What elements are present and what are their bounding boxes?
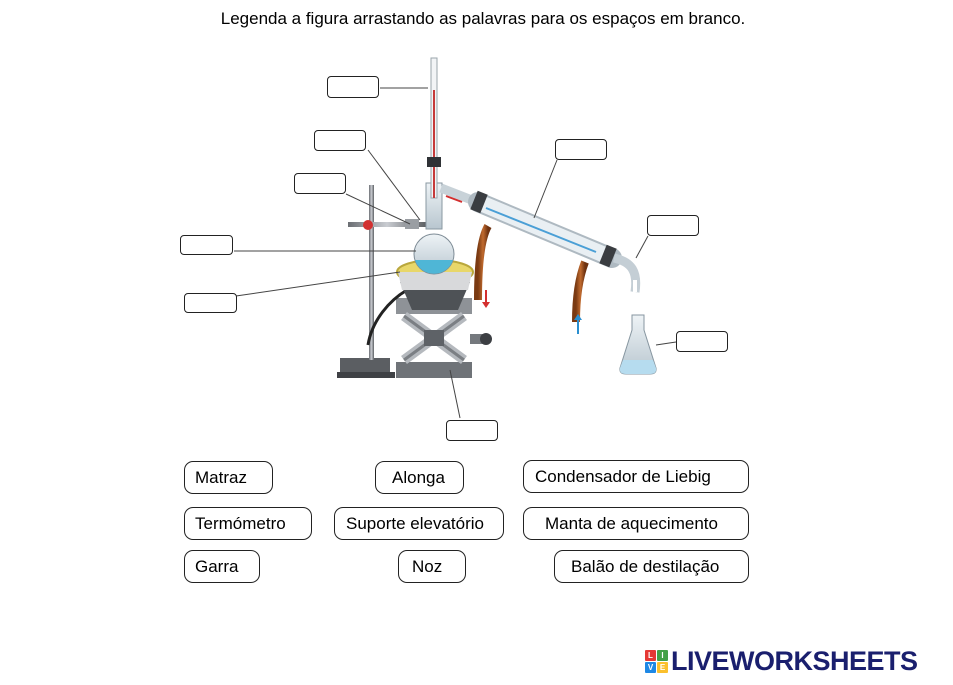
instruction-text: Legenda a figura arrastando as palavras …: [220, 9, 746, 28]
drop-blank-noz[interactable]: [314, 130, 366, 151]
logo-cube: I: [657, 649, 668, 661]
leader-lines: [234, 87, 677, 419]
word-chip-noz[interactable]: Noz: [398, 550, 466, 583]
erlenmeyer-drawing: [619, 314, 657, 375]
flask-drawing: [413, 182, 455, 275]
logo-cube: V: [645, 661, 656, 673]
hose-out: [474, 224, 492, 301]
drop-blank-balao[interactable]: [180, 235, 233, 255]
hose-in: [572, 260, 589, 323]
word-chip-termometro[interactable]: Termómetro: [184, 507, 312, 540]
drop-blank-alonga[interactable]: [647, 215, 699, 236]
drop-blank-suporte[interactable]: [446, 420, 498, 441]
liveworksheets-logo: L I V E LIVEWORKSHEETS: [645, 646, 918, 676]
adapter-drawing: [612, 253, 641, 293]
logo-cube: L: [645, 649, 656, 661]
word-chip-suporte[interactable]: Suporte elevatório: [334, 507, 504, 540]
logo-cubes-icon: L I V E: [645, 649, 668, 673]
thermometer-drawing: [427, 57, 441, 199]
stand-base: [337, 358, 395, 378]
word-chip-matraz[interactable]: Matraz: [184, 461, 273, 494]
logo-text: LIVEWORKSHEETS: [671, 645, 918, 676]
stand-rod: [369, 185, 374, 360]
distillation-apparatus-image: [234, 57, 677, 419]
clamp-arm: [348, 222, 426, 227]
word-chip-manta[interactable]: Manta de aquecimento: [523, 507, 749, 540]
drop-blank-matraz[interactable]: [676, 331, 728, 352]
drop-blank-garra[interactable]: [294, 173, 346, 194]
condenser-drawing: [468, 190, 622, 268]
drop-blank-thermometer[interactable]: [327, 76, 379, 98]
heating-mantle-drawing: [396, 259, 474, 310]
drop-blank-condensador[interactable]: [555, 139, 607, 160]
clamp-knob: [363, 220, 373, 230]
word-chip-alonga[interactable]: Alonga: [375, 461, 464, 494]
logo-cube: E: [657, 661, 668, 673]
word-chip-garra[interactable]: Garra: [184, 550, 260, 583]
drop-blank-manta[interactable]: [184, 293, 237, 313]
mantle-cable: [366, 288, 408, 346]
word-chip-balao[interactable]: Balão de destilação: [554, 550, 749, 583]
word-chip-condensador[interactable]: Condensador de Liebig: [523, 460, 749, 493]
